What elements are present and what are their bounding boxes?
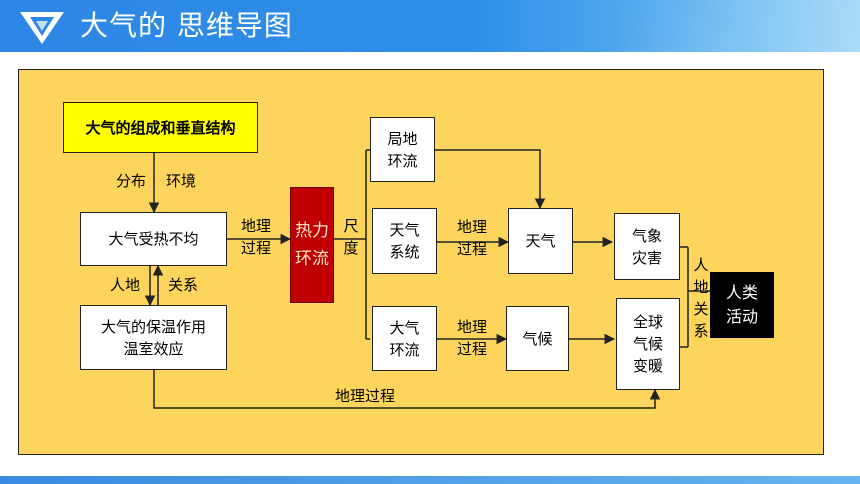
label-environment: 环境 xyxy=(165,172,196,190)
node-atmospheric-circulation: 大气 环流 xyxy=(372,306,437,371)
node-atmosphere-composition: 大气的组成和垂直结构 xyxy=(63,102,258,153)
node-local-circulation: 局地 环流 xyxy=(370,117,435,182)
label-geo-process-1: 地理 过程 xyxy=(240,217,271,257)
header-accent xyxy=(620,0,860,52)
chevron-logo-icon xyxy=(20,12,64,44)
node-weather-system: 天气 系统 xyxy=(372,208,437,274)
label-geo-process-3: 地理 过程 xyxy=(456,318,487,358)
node-global-climate-change: 全球 气候 变暖 xyxy=(616,298,680,390)
label-geo-process-bottom: 地理过程 xyxy=(334,387,395,405)
label-scale: 尺 度 xyxy=(343,217,359,257)
node-insulation-greenhouse: 大气的保温作用 温室效应 xyxy=(80,305,227,370)
node-human-activities: 人类 活动 xyxy=(710,272,774,338)
node-weather: 天气 xyxy=(508,208,573,274)
node-meteorological-disasters: 气象 灾害 xyxy=(614,213,680,280)
node-climate: 气候 xyxy=(506,306,569,371)
label-relation: 关系 xyxy=(167,276,198,294)
header-bar: 大气的 思维导图 xyxy=(0,0,860,52)
node-uneven-heating: 大气受热不均 xyxy=(80,212,227,266)
page-title: 大气的 思维导图 xyxy=(80,9,293,42)
label-human-earth-relation: 人 地 关 系 xyxy=(693,256,709,340)
footer-bar xyxy=(0,476,860,484)
node-thermal-circulation: 热力 环流 xyxy=(290,187,334,303)
label-human-earth: 人地 xyxy=(109,276,140,294)
label-distribution: 分布 xyxy=(115,172,146,190)
label-geo-process-2: 地理 过程 xyxy=(456,218,487,258)
